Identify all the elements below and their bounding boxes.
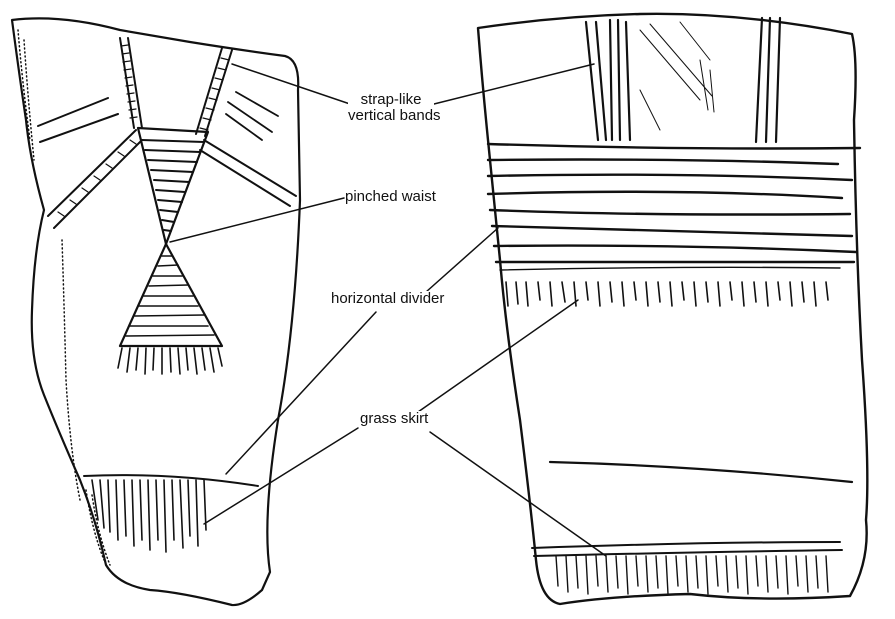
right-top-straps-left [586, 20, 630, 140]
leader-strap-left [232, 64, 350, 104]
left-diagonal-hatch [58, 140, 136, 216]
lower-triangle-fringe [118, 348, 222, 374]
leader-grass-upper-right [418, 300, 578, 412]
right-top-scratches [640, 22, 714, 130]
leader-divider-right [426, 228, 498, 292]
label-horizontal-divider: horizontal divider [331, 291, 444, 307]
label-strap-line2: vertical bands [348, 108, 434, 124]
lower-triangle-hatch [126, 256, 214, 336]
right-diagonal-band [200, 140, 296, 206]
left-fragment-outline [12, 18, 300, 605]
leader-strap-right [434, 64, 594, 104]
right-horizontal-bands [488, 144, 860, 262]
right-top-straps-right [756, 18, 780, 142]
right-strap-band [196, 48, 232, 136]
left-diagonal-band [48, 130, 142, 228]
right-fragment [478, 14, 867, 604]
leader-grass-lower-right [430, 432, 606, 556]
left-horizontal-divider [84, 475, 258, 486]
right-lower-line [550, 462, 852, 482]
right-bottom-band [532, 542, 842, 556]
right-shoulder-lines [226, 92, 278, 140]
upper-triangle [138, 128, 208, 244]
leader-waist [170, 198, 344, 242]
lower-triangle [120, 244, 222, 346]
right-upper-fringe-top [500, 267, 840, 270]
left-fragment [12, 18, 300, 605]
left-shoulder-lines [38, 98, 118, 142]
label-grass-skirt: grass skirt [360, 411, 428, 427]
leader-divider-left [226, 312, 376, 474]
label-strap-line1: strap-like [348, 92, 434, 108]
right-upper-fringe [506, 282, 828, 306]
left-grass-skirt [92, 480, 206, 552]
right-bottom-fringe [556, 556, 828, 594]
left-strap-band [120, 38, 142, 128]
label-pinched-waist: pinched waist [345, 189, 436, 205]
label-strap-like-vertical-bands: strap-like vertical bands [348, 92, 434, 124]
leader-grass-left [204, 428, 358, 524]
right-strap-hatch [200, 58, 229, 130]
right-fragment-outline [478, 14, 867, 604]
